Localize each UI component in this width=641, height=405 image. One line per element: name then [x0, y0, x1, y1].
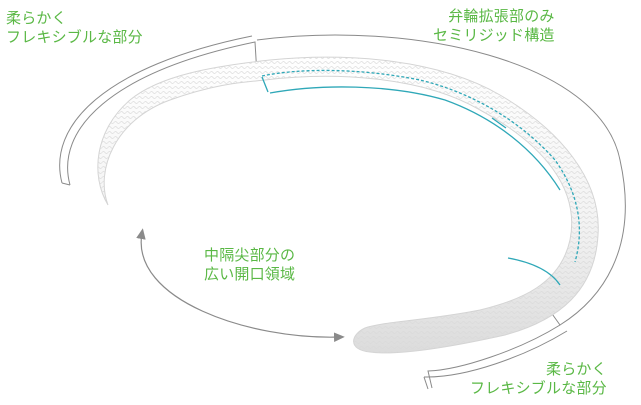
label-flexible-left-line1: 柔らかく	[6, 9, 67, 27]
label-septal-opening: 中隔尖部分の 広い開口領域	[204, 246, 295, 284]
label-flexible-right-line2: フレキシブルな部分	[470, 379, 607, 397]
label-flexible-left-line2: フレキシブルな部分	[6, 28, 143, 46]
label-septal-opening-line1: 中隔尖部分の	[204, 246, 296, 264]
label-semi-rigid-line1: 弁輪拡張部のみ	[448, 7, 555, 25]
label-flexible-right: 柔らかく フレキシブルな部分	[470, 360, 607, 398]
label-flexible-right-line1: 柔らかく	[546, 360, 607, 378]
septal-opening-arrow	[136, 228, 345, 342]
ring-body	[97, 56, 599, 354]
bracket-left-flexible	[67, 41, 258, 186]
label-semi-rigid-line2: セミリジッド構造	[433, 26, 555, 44]
label-semi-rigid: 弁輪拡張部のみ セミリジッド構造	[433, 7, 555, 45]
semi-rigid-stitching	[261, 69, 580, 286]
bracket-right-flexible	[427, 324, 561, 389]
bracket-semi-rigid	[256, 34, 626, 326]
label-septal-opening-line2: 広い開口領域	[204, 265, 296, 283]
bracket-group	[59, 34, 626, 390]
label-flexible-left: 柔らかく フレキシブルな部分	[6, 9, 143, 47]
